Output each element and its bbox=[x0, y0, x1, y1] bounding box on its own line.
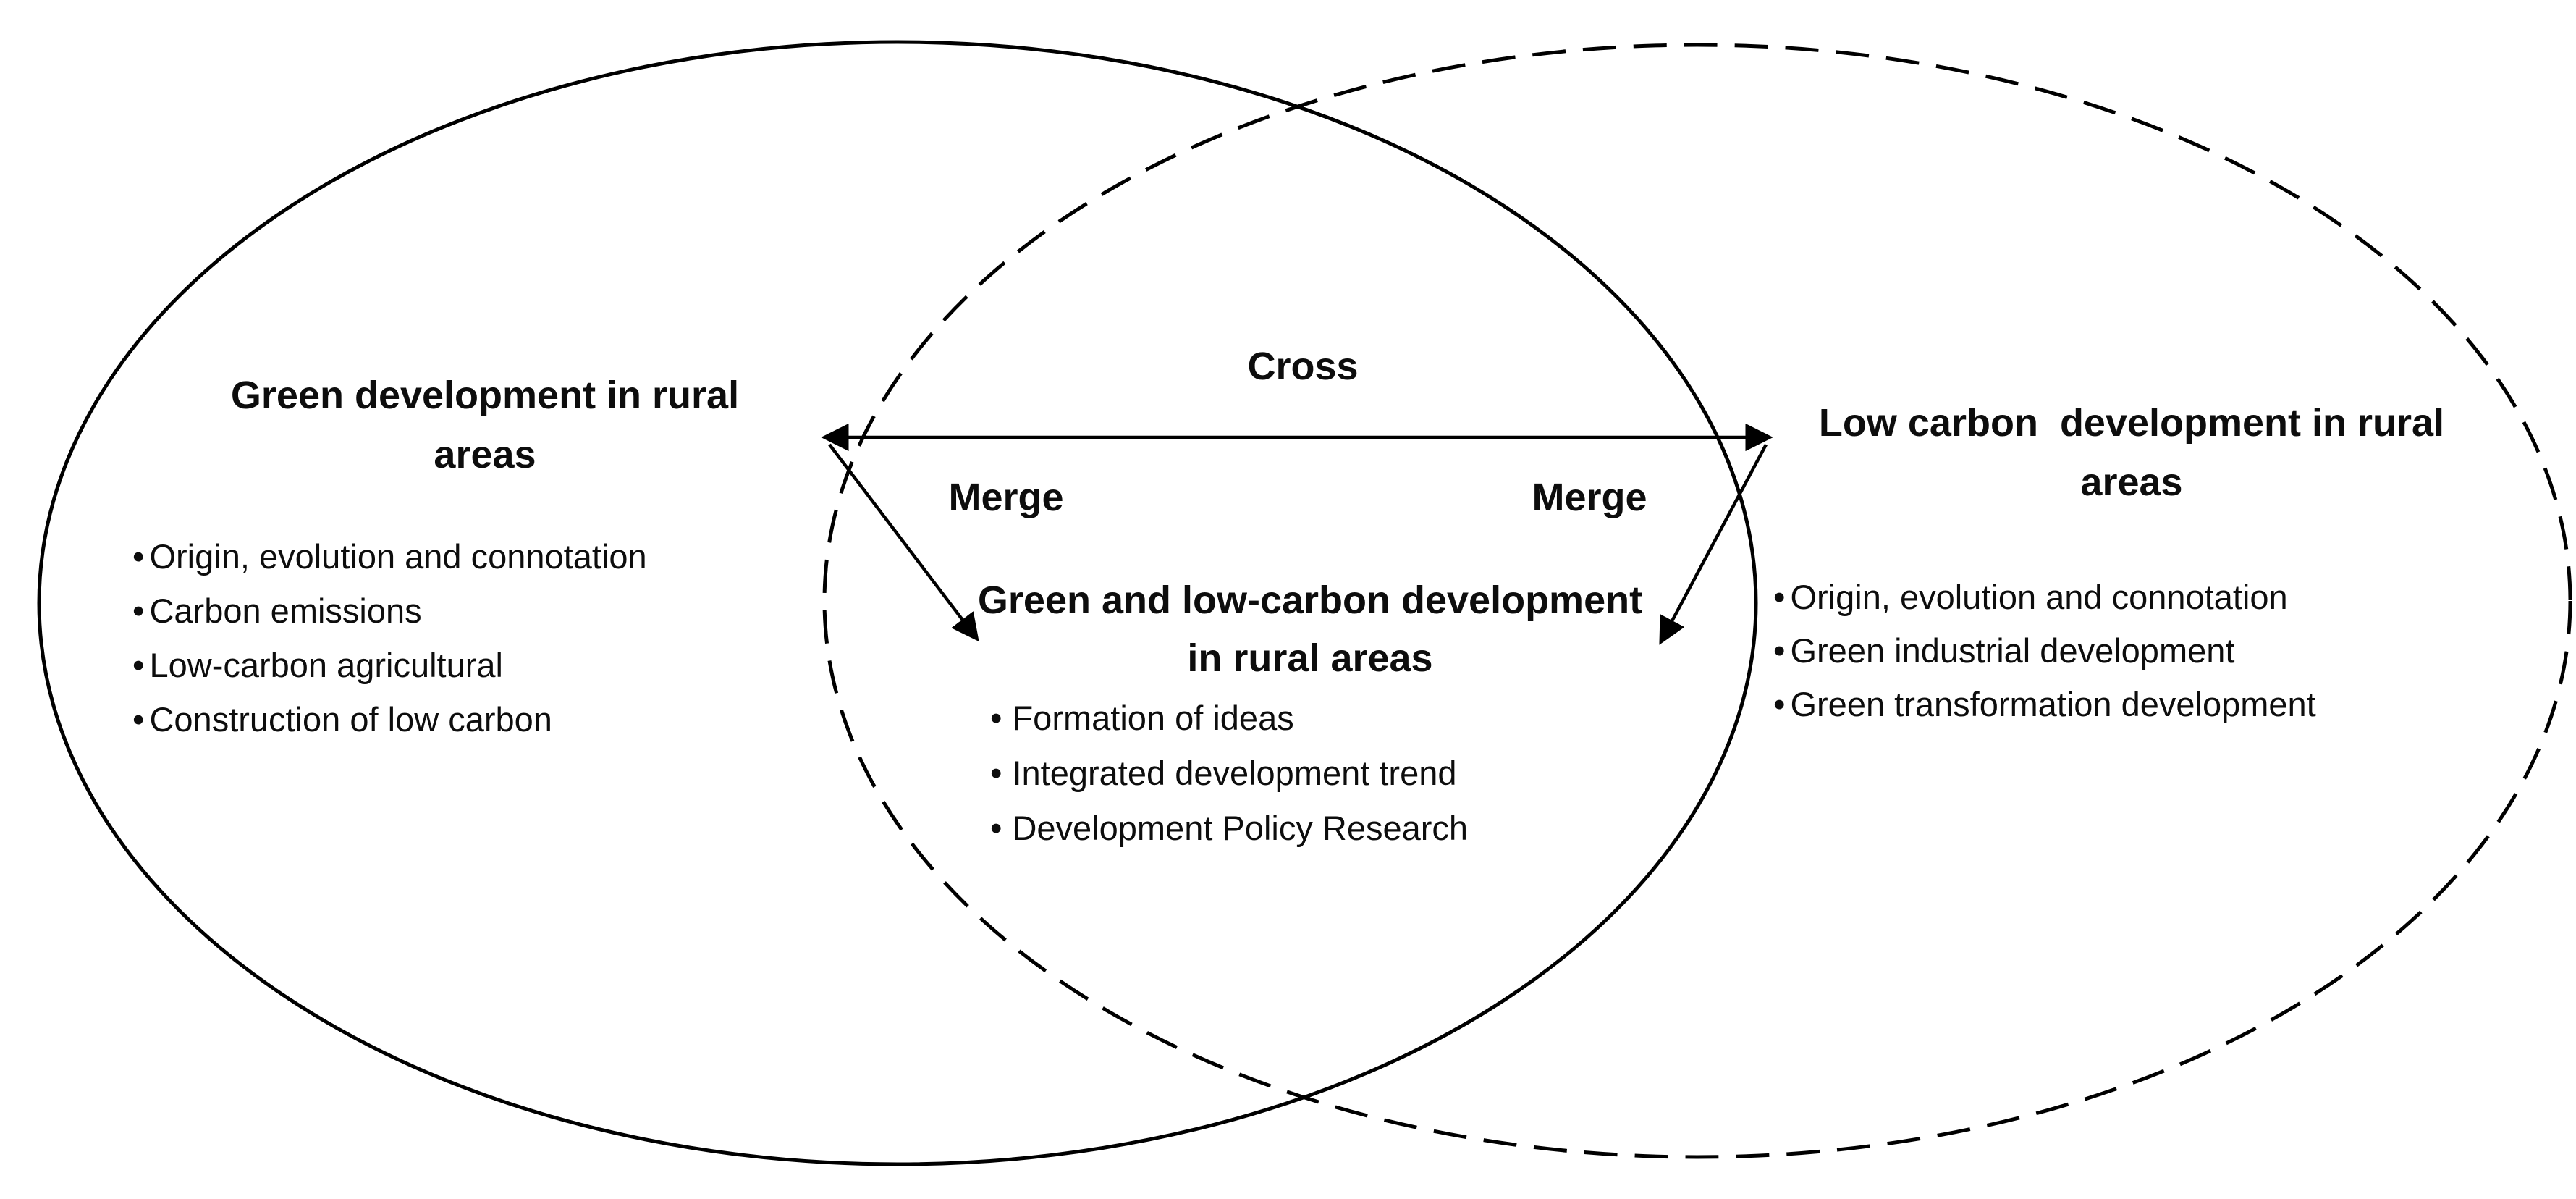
list-item: •Origin, evolution and connotation bbox=[132, 529, 647, 584]
title-line: areas bbox=[434, 433, 536, 476]
bullet-icon: • bbox=[1773, 631, 1786, 670]
bullet-icon: • bbox=[132, 700, 145, 739]
list-item-text: Low-carbon agricultural bbox=[149, 646, 503, 684]
merge-label-right: Merge bbox=[1532, 476, 1647, 519]
left-circle-bullet-list: •Origin, evolution and connotation•Carbo… bbox=[132, 529, 647, 746]
list-item-text: Carbon emissions bbox=[149, 592, 422, 630]
list-item-text: Origin, evolution and connotation bbox=[1790, 578, 2288, 616]
list-item-text: Development Policy Research bbox=[1012, 809, 1469, 847]
list-item: • Formation of ideas bbox=[990, 691, 1468, 746]
merge-arrow-right bbox=[1659, 443, 1768, 645]
right-ellipse-outline bbox=[822, 43, 2572, 1159]
title-line: in rural areas bbox=[1187, 636, 1433, 680]
merge-label-left: Merge bbox=[948, 476, 1064, 519]
right-circle-title: Low carbon development in rural areas bbox=[1770, 393, 2493, 512]
cross-label: Cross bbox=[1247, 345, 1359, 388]
list-item-text: Origin, evolution and connotation bbox=[149, 537, 647, 576]
left-ellipse-outline bbox=[37, 40, 1758, 1166]
list-item: •Low-carbon agricultural bbox=[132, 638, 647, 692]
list-item-text: Green transformation development bbox=[1790, 685, 2316, 723]
overlap-title: Green and low-carbon development in rural… bbox=[948, 571, 1672, 687]
list-item-text: Formation of ideas bbox=[1012, 699, 1294, 737]
list-item: • Integrated development trend bbox=[990, 746, 1468, 801]
bullet-icon: • bbox=[132, 592, 145, 630]
title-line: Green and low-carbon development bbox=[977, 579, 1643, 622]
overlap-bullet-list: • Formation of ideas • Integrated developme… bbox=[990, 691, 1468, 856]
list-item: •Green transformation development bbox=[1773, 678, 2316, 731]
bullet-icon: • bbox=[1773, 685, 1786, 723]
title-line: Low carbon development in rural bbox=[1818, 401, 2445, 445]
bullet-icon: • bbox=[990, 809, 1002, 847]
bullet-icon: • bbox=[990, 754, 1002, 792]
list-item-text: Integrated development trend bbox=[1012, 754, 1457, 792]
merge-arrow-left bbox=[828, 443, 979, 642]
list-item: •Origin, evolution and connotation bbox=[1773, 571, 2316, 624]
list-item-text: Green industrial development bbox=[1790, 631, 2235, 670]
list-item-text: Construction of low carbon bbox=[149, 700, 552, 739]
list-item: •Construction of low carbon bbox=[132, 692, 647, 746]
bullet-icon: • bbox=[132, 537, 145, 576]
title-line: Green development in rural bbox=[230, 374, 740, 417]
left-circle-title: Green development in rural areas bbox=[195, 366, 774, 484]
title-line: areas bbox=[2080, 460, 2183, 504]
list-item: • Development Policy Research bbox=[990, 801, 1468, 856]
list-item: •Green industrial development bbox=[1773, 624, 2316, 678]
list-item: •Carbon emissions bbox=[132, 584, 647, 638]
bullet-icon: • bbox=[132, 646, 145, 684]
bullet-icon: • bbox=[1773, 578, 1786, 616]
bullet-icon: • bbox=[990, 699, 1002, 737]
right-circle-bullet-list: •Origin, evolution and connotation•Green… bbox=[1773, 571, 2316, 731]
